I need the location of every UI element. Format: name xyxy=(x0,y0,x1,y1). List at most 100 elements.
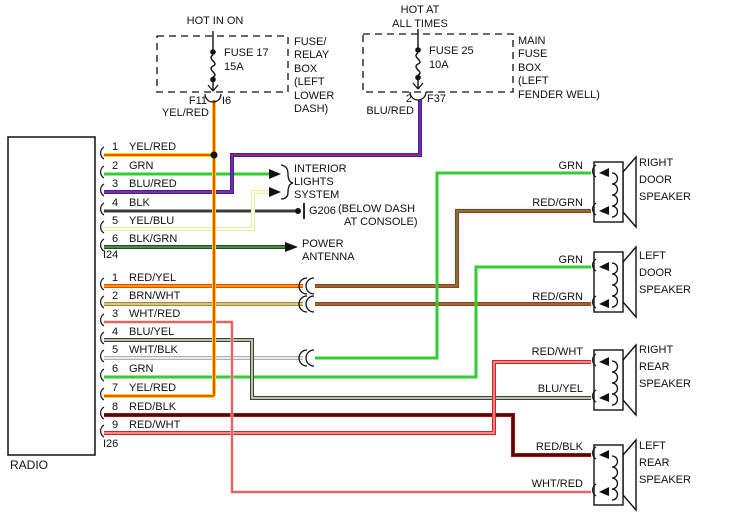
pin-number-I26-1: 1 xyxy=(112,272,119,284)
pin-wire-color-I26-7: YEL/RED xyxy=(129,382,177,394)
fuse-relay-box-arrow-left xyxy=(207,84,214,92)
pin-number-I24-2: 2 xyxy=(112,160,119,172)
pin-number-I26-3: 3 xyxy=(112,308,119,320)
left-door-speaker-terminal-arc-1 xyxy=(592,295,597,309)
fuse-relay-box-arrow-right xyxy=(212,84,219,92)
pin-wire-color-I24-6: BLK/GRN xyxy=(129,233,178,245)
inline-connector-a-0 xyxy=(298,277,308,295)
main-fuse-box-header-0: HOT AT xyxy=(400,4,440,16)
left-door-speaker-name-1: DOOR xyxy=(639,267,672,279)
connector-label-I24: I24 xyxy=(103,249,119,261)
interior-lights-arrow-0 xyxy=(269,169,281,179)
wire-grn-pin6-to-left-door xyxy=(104,265,591,379)
right-door-speaker-terminal-arc-1 xyxy=(592,202,597,216)
left-door-speaker-terminal-arrow-1 xyxy=(599,299,609,308)
main-fuse-box-note-0: MAIN xyxy=(518,35,546,47)
right-rear-speaker-cone xyxy=(622,343,637,417)
main-fuse-box-outline xyxy=(362,33,514,93)
pin-arc-I26-7 xyxy=(100,387,105,401)
pin-arc-I26-1 xyxy=(100,277,105,291)
pin-arc-I24-3 xyxy=(100,183,105,197)
right-door-speaker-terminal-wire-0: GRN xyxy=(558,160,583,172)
left-rear-speaker-terminal-arrow-0 xyxy=(599,450,609,459)
pin-number-I26-7: 7 xyxy=(112,382,119,394)
left-rear-speaker-name-0: LEFT xyxy=(639,440,666,452)
right-rear-speaker-terminal-arc-0 xyxy=(592,353,597,367)
fuse-relay-box-note-3: (LEFT xyxy=(294,76,325,89)
radio-box xyxy=(7,136,96,456)
main-fuse-box-wire-label: BLU/RED xyxy=(366,105,414,117)
right-door-speaker-terminal-arc-0 xyxy=(592,164,597,178)
pin-arc-I24-6 xyxy=(100,238,105,252)
left-rear-speaker-terminal-arc-1 xyxy=(592,483,597,497)
pin-arc-I26-2 xyxy=(100,295,105,309)
right-rear-speaker-terminal-arc-1 xyxy=(592,389,597,403)
fuse-relay-box-header-0: HOT IN ON xyxy=(186,15,244,27)
right-door-speaker-terminal-wire-1: RED/GRN xyxy=(532,197,583,209)
pin-number-I24-5: 5 xyxy=(112,215,119,227)
left-door-speaker-terminal-arrow-0 xyxy=(599,262,609,271)
power-antenna-label-0: POWER xyxy=(302,238,344,250)
pin-wire-color-I24-3: BLU/RED xyxy=(129,178,177,190)
fuse-relay-box-fuse-rating: 15A xyxy=(224,61,244,73)
main-fuse-box-fuse-name: FUSE 25 xyxy=(429,45,474,57)
main-fuse-box-note-1: FUSE xyxy=(518,48,548,61)
main-fuse-box-fuse-dot-bottom xyxy=(415,74,421,81)
left-door-speaker-name-0: LEFT xyxy=(639,250,666,262)
main-fuse-box-pin-right: F37 xyxy=(427,93,446,105)
wire-stripe-blured-pin3-to-fuse25 xyxy=(104,100,421,193)
power-antenna-arrow xyxy=(285,242,298,252)
pin-arc-I26-6 xyxy=(100,368,105,382)
interior-lights-brace xyxy=(280,164,294,200)
pin-number-I24-4: 4 xyxy=(112,197,119,209)
pin-number-I24-3: 3 xyxy=(112,178,119,190)
inline-connector-b-1 xyxy=(305,295,315,313)
main-fuse-box-arrow-right xyxy=(417,82,424,90)
right-rear-speaker-name-2: SPEAKER xyxy=(639,378,691,390)
main-fuse-box-fuse-rating: 10A xyxy=(429,59,449,71)
main-fuse-box-arrow-left xyxy=(412,82,419,90)
ground-note-0: (BELOW DASH xyxy=(338,203,416,215)
fuse-relay-box-connector-cup xyxy=(204,93,222,103)
wire-stripe-redwht-pin9-to-right-rear xyxy=(104,361,591,434)
right-door-speaker-name-0: RIGHT xyxy=(639,157,674,169)
left-rear-speaker-terminal-wire-1: WHT/RED xyxy=(531,478,583,490)
fuse-relay-box-wire-label: YEL/RED xyxy=(161,107,209,119)
wire-stripe-whtred-pin3-to-left-rear xyxy=(104,321,591,493)
left-door-speaker-coil xyxy=(611,262,619,308)
connector-label-I26: I26 xyxy=(103,438,119,450)
junction-dot-0 xyxy=(210,151,218,159)
fuse-relay-box-fuse-name: FUSE 17 xyxy=(224,47,269,59)
pin-arc-I24-4 xyxy=(100,202,105,216)
right-rear-speaker-terminal-wire-1: BLU/YEL xyxy=(537,383,583,395)
pin-arc-I24-2 xyxy=(100,165,105,179)
left-rear-speaker-terminal-arrow-1 xyxy=(599,487,609,496)
radio-label: RADIO xyxy=(10,458,49,472)
interior-lights-label-2: SYSTEM xyxy=(294,189,340,201)
inline-connector-a-2 xyxy=(298,349,308,367)
pin-number-I26-9: 9 xyxy=(112,419,119,431)
pin-arc-I26-8 xyxy=(100,406,105,420)
left-rear-speaker-terminal-wire-0: RED/BLK xyxy=(535,441,583,453)
wire-grn-to-right-door xyxy=(315,171,591,360)
pin-wire-color-I26-6: GRN xyxy=(129,363,154,375)
left-door-speaker-cone xyxy=(622,245,637,319)
pin-wire-color-I26-4: BLU/YEL xyxy=(129,326,175,338)
right-door-speaker-cone xyxy=(622,155,637,229)
inline-connector-a-1 xyxy=(298,295,308,313)
left-door-speaker-terminal-arc-0 xyxy=(592,258,597,272)
wire-stripe-bluyel-pin4-to-right-rear xyxy=(104,339,591,399)
interior-lights-label-1: LIGHTS xyxy=(294,176,334,188)
pin-wire-color-I26-3: WHT/RED xyxy=(129,308,181,320)
left-rear-speaker-terminal-arc-0 xyxy=(592,446,597,460)
wire-stripe-redgrn-to-right-door xyxy=(315,210,591,287)
pin-number-I26-5: 5 xyxy=(112,344,119,356)
right-rear-speaker-terminal-arrow-1 xyxy=(599,393,609,402)
main-fuse-box-note-4: FENDER WELL) xyxy=(518,88,600,101)
pin-wire-color-I24-1: YEL/RED xyxy=(129,141,177,153)
power-antenna-label-1: ANTENNA xyxy=(302,251,355,263)
fuse-relay-box-note-1: RELAY xyxy=(294,49,330,62)
pin-number-I26-8: 8 xyxy=(112,401,119,413)
